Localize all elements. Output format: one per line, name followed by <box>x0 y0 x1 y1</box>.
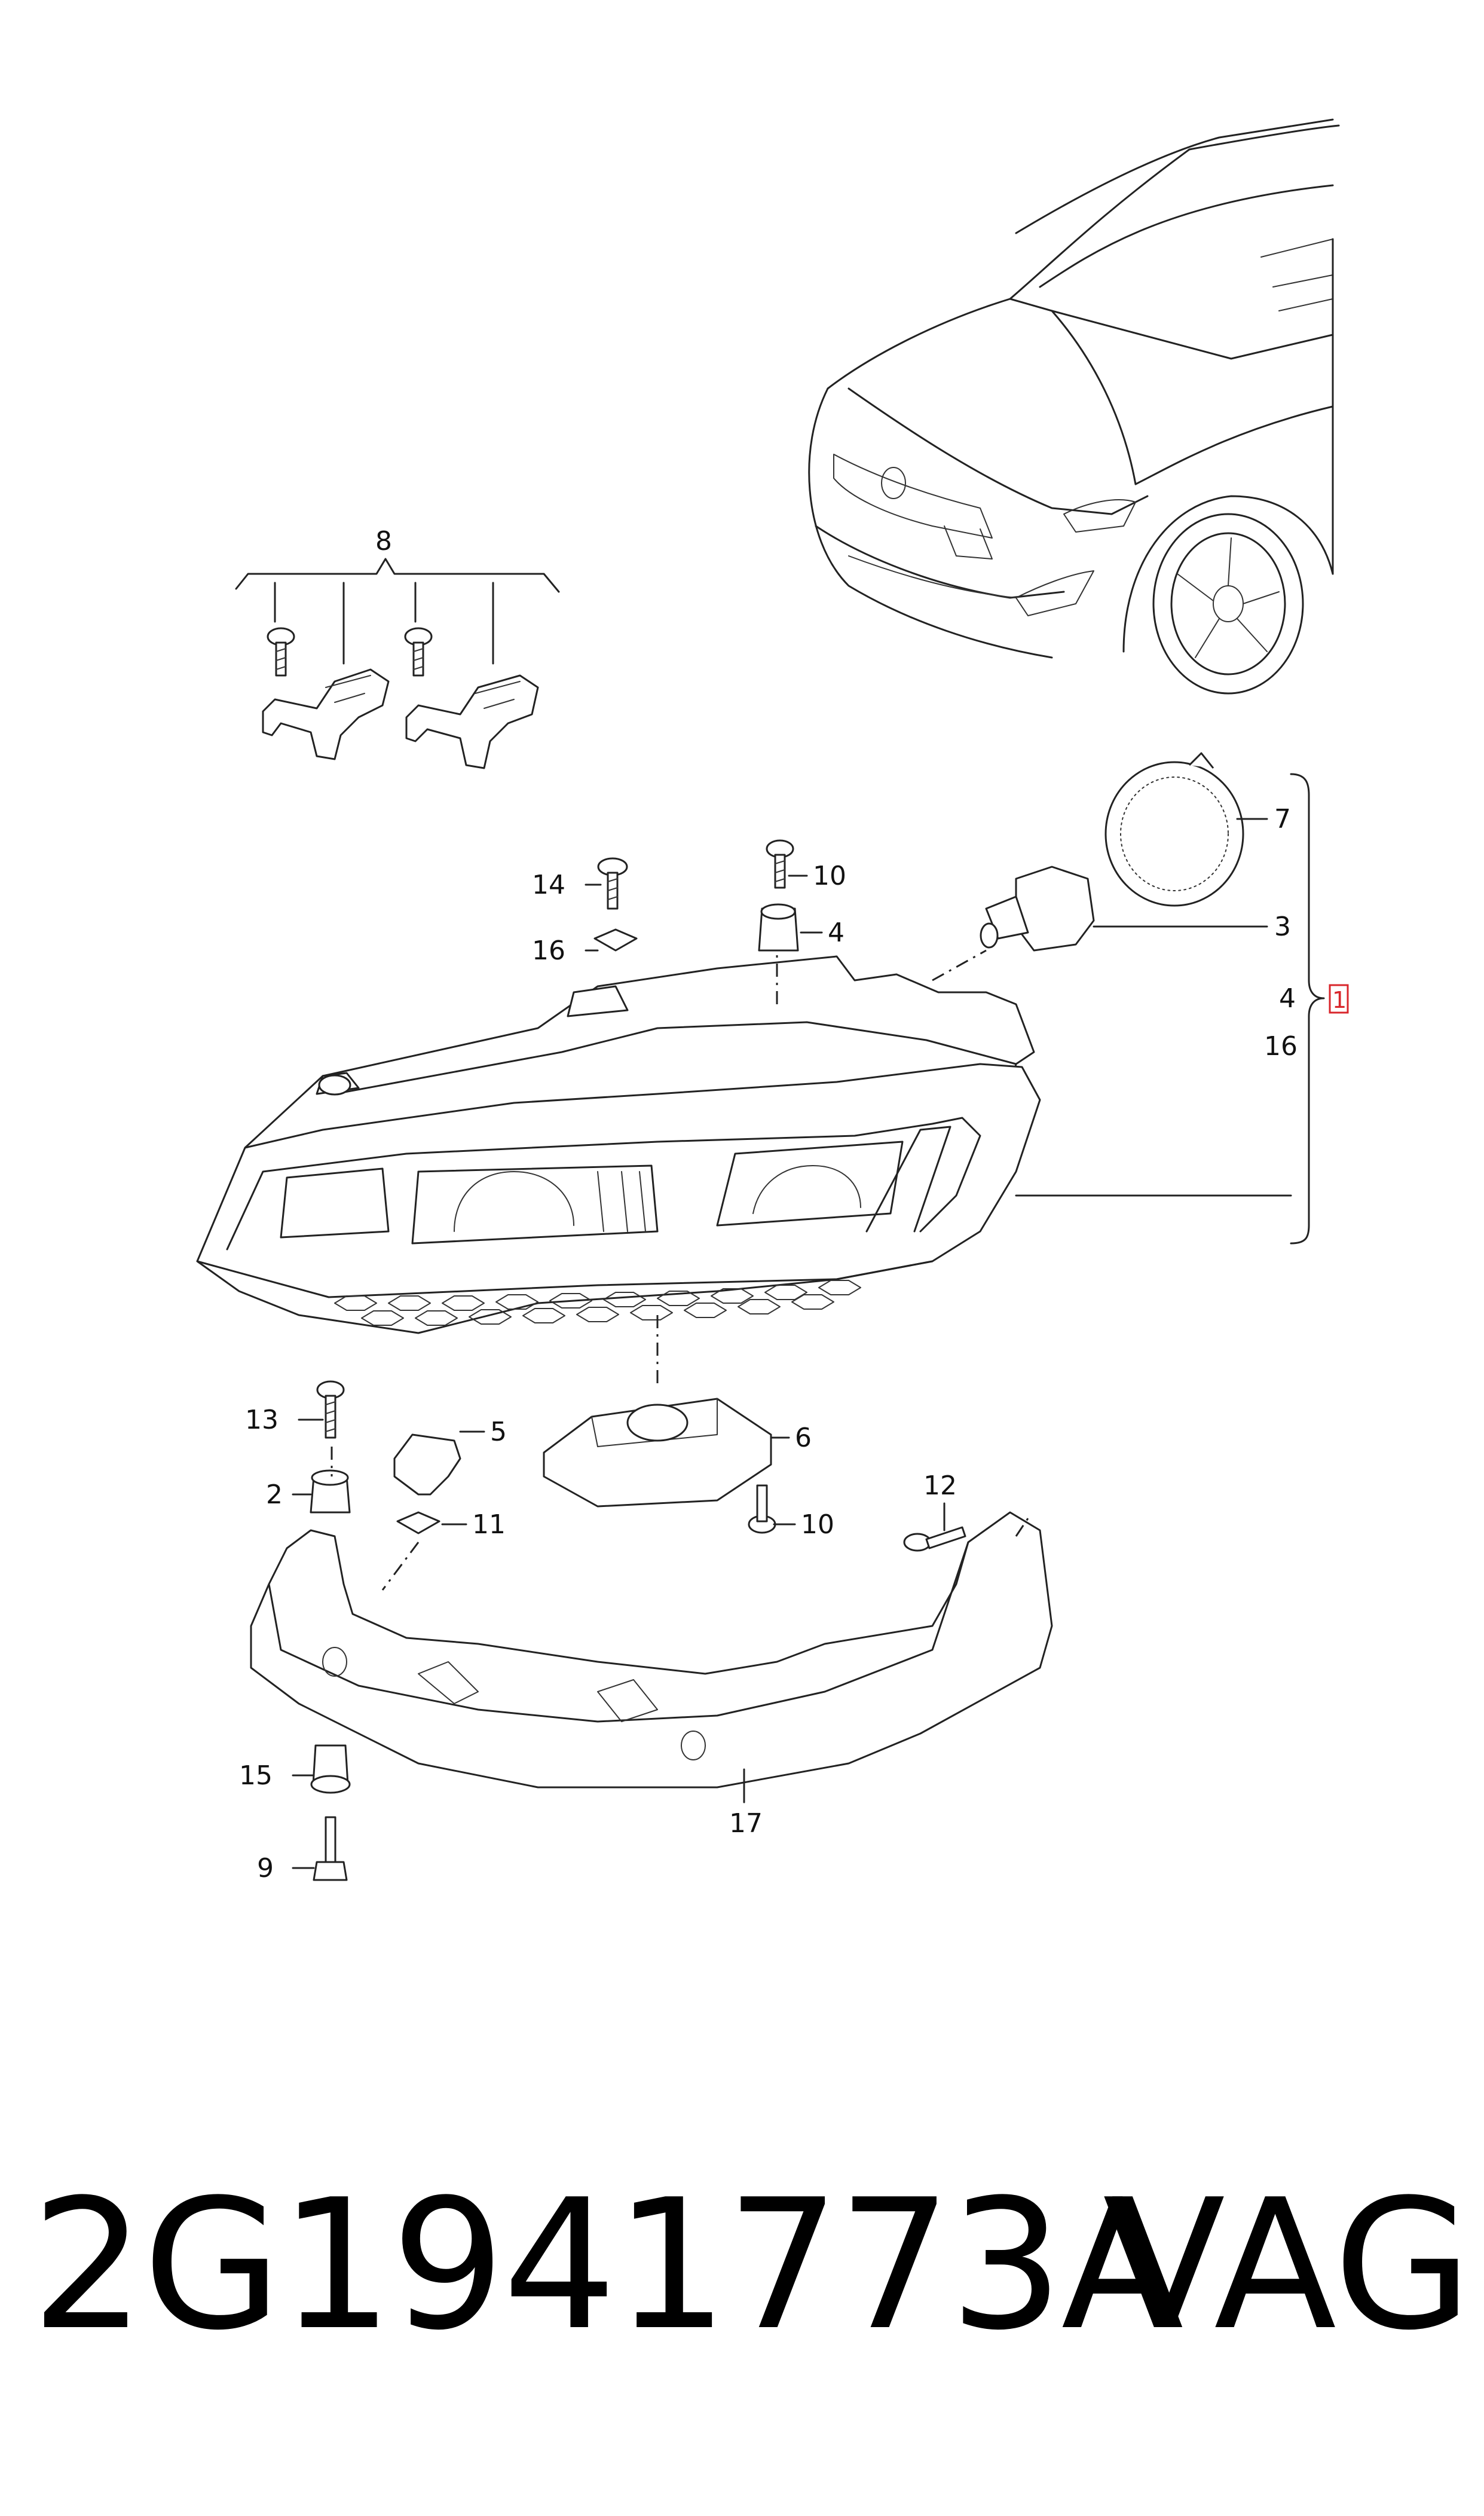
callout-4-right: 4 <box>1279 983 1296 1014</box>
cover-cap-part-7 <box>1104 752 1244 907</box>
callout-16-right: 16 <box>1264 1031 1298 1062</box>
control-unit-part-6 <box>543 1398 772 1508</box>
clip-part-16 <box>593 928 638 952</box>
bolt-part-13 <box>316 1380 345 1439</box>
callout-10-bottom: 10 <box>801 1509 834 1540</box>
callout-8: 8 <box>375 526 392 557</box>
screw-part-10-bottom <box>748 1484 776 1534</box>
callout-13: 13 <box>245 1405 279 1435</box>
callout-16-left: 16 <box>532 936 565 966</box>
callout-2: 2 <box>266 1479 283 1510</box>
callout-10-top: 10 <box>813 861 846 891</box>
callout-1: 1 <box>1332 987 1347 1013</box>
bracket-set-part-8 <box>235 558 560 769</box>
callout-7: 7 <box>1274 804 1291 834</box>
part-number: 2G1941773A <box>31 2161 1184 2370</box>
callout-6: 6 <box>795 1423 812 1453</box>
headlamp-assembly <box>196 933 1041 1387</box>
callout-12: 12 <box>923 1471 957 1501</box>
callout-5: 5 <box>490 1417 507 1447</box>
nut-part-4 <box>758 903 799 952</box>
highlight-box <box>1329 984 1349 1014</box>
callout-4-left: 4 <box>828 918 844 948</box>
honeycomb-pattern <box>334 1280 861 1326</box>
grommet-part-15 <box>310 1744 351 1794</box>
callout-3: 3 <box>1274 912 1291 942</box>
screw-icon <box>404 627 433 677</box>
mounting-bracket-part-17 <box>250 1447 1053 1789</box>
callout-15: 15 <box>239 1760 273 1791</box>
screw-part-10-top <box>766 839 794 889</box>
screw-icon <box>267 627 295 677</box>
car-front-illustration <box>808 118 1340 695</box>
callout-14: 14 <box>532 870 565 900</box>
callout-9: 9 <box>257 1853 274 1884</box>
callout-11: 11 <box>472 1509 506 1540</box>
leader-lines <box>292 773 1325 1869</box>
clip-part-11 <box>396 1511 440 1534</box>
bulb-part-3 <box>980 866 1095 952</box>
callout-labels: 8 7 3 4 16 1 14 16 10 4 13 2 5 11 6 10 1… <box>239 526 1349 1884</box>
clip-part-5 <box>393 1433 461 1496</box>
screw-part-14 <box>597 857 628 910</box>
grommet-part-2 <box>310 1469 351 1514</box>
brand-label: VAG <box>1103 2161 1473 2370</box>
callout-17: 17 <box>729 1808 763 1839</box>
bolt-part-9 <box>313 1816 348 1881</box>
screw-part-12 <box>903 1526 966 1552</box>
